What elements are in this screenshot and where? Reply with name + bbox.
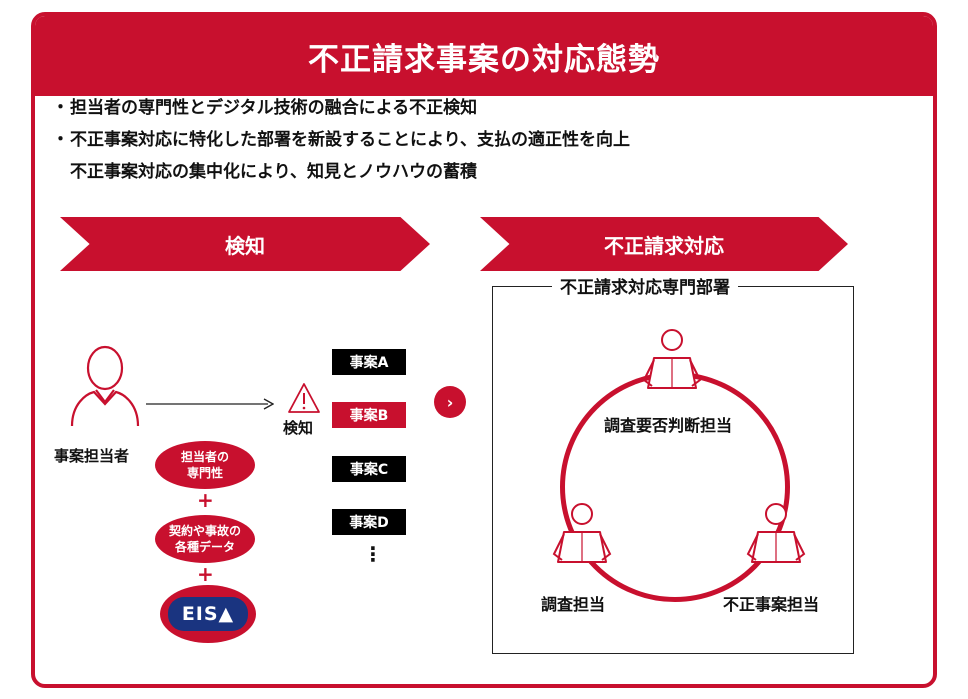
factor-line: 各種データ [174,540,235,554]
plus-sign: + [197,488,214,512]
section-detection-header: 検知 [60,217,430,271]
bullet-text: 不正事案対応に特化した部署を新設することにより、支払の適正性を向上 [70,130,630,150]
title-bar: 不正請求事案の対応態勢 [35,16,933,96]
eis-logo-mark: EIS▲ [168,597,248,631]
case-a: 事案A [332,349,406,375]
case-d: 事案D [332,509,406,535]
bullet-text: 不正事案対応の集中化により、知見とノウハウの蓄積 [70,162,477,182]
more-cases-ellipsis: ⋮ [363,542,383,566]
bullet-item: ・担当者の専門性とデジタル技術の融合による不正検知 [52,92,630,124]
bullet-marker: ・ [52,98,69,118]
worker-icon [642,329,702,389]
role-investigation: 調査担当 [541,595,606,614]
case-c: 事案C [332,456,406,482]
bullet-item: ・不正事案対応に特化した部署を新設することにより、支払の適正性を向上 [52,124,630,156]
bullet-marker: ・ [52,130,69,150]
worker-icon [746,503,806,563]
chevron-right-icon: › [434,386,466,418]
plus-sign: + [197,562,214,586]
factor-line: 契約や事故の [168,524,241,538]
factor-expertise: 担当者の 専門性 [155,441,255,489]
eis-logo-text: EIS [181,603,219,625]
factor-line: 専門性 [186,466,223,480]
department-title: 不正請求対応専門部署 [552,273,738,298]
warning-triangle-icon [288,383,320,413]
person-label: 事案担当者 [54,447,130,465]
factor-data: 契約や事故の 各種データ [155,515,255,563]
role-fraud-case: 不正事案担当 [723,595,820,614]
bullet-item: 不正事案対応の集中化により、知見とノウハウの蓄積 [52,156,630,188]
case-b: 事案B [332,402,406,428]
bullet-list: ・担当者の専門性とデジタル技術の融合による不正検知 ・不正事案対応に特化した部署… [52,92,630,188]
section-response-header: 不正請求対応 [480,217,848,271]
bullet-text: 担当者の専門性とデジタル技術の融合による不正検知 [70,98,478,118]
detect-label: 検知 [283,419,314,437]
main-frame: 不正請求事案の対応態勢 [31,12,937,688]
person-outline-icon [70,345,140,427]
role-screening: 調査要否判断担当 [604,416,733,435]
worker-icon [552,503,612,563]
detection-arrow [146,398,274,410]
page-title: 不正請求事案の対応態勢 [308,41,660,78]
factor-line: 担当者の [180,450,229,464]
eis-logo: EIS▲ [160,585,256,643]
